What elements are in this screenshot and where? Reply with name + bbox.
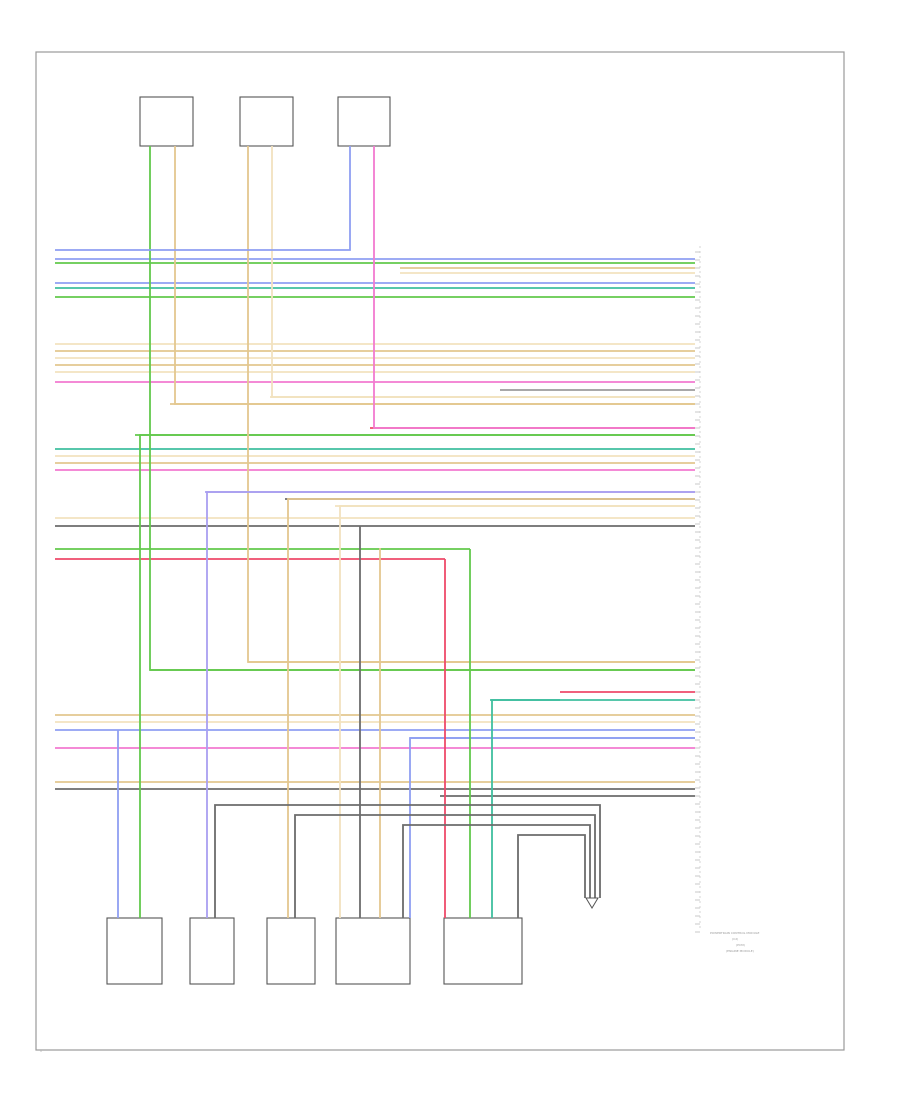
wire-teal-drop <box>491 699 560 918</box>
connector-top-2 <box>239 96 294 147</box>
connector-bottom-1 <box>106 917 163 985</box>
ground-wire-3 <box>402 824 591 918</box>
connector-bottom-5 <box>443 917 523 985</box>
module-label-line-1: POWERTRAIN CONTROL MODULE <box>710 931 760 935</box>
module-label-line-3: (PCM) <box>736 943 745 947</box>
diagram-frame <box>35 51 845 1051</box>
connector-bottom-2 <box>189 917 235 985</box>
ground-wire-1 <box>214 804 601 918</box>
ground-wire-2 <box>294 814 596 918</box>
connector-top-1 <box>139 96 194 147</box>
wire-pale-4 <box>271 146 695 398</box>
wire-tan-2 <box>174 146 695 405</box>
wire-pink-6 <box>373 146 695 429</box>
wire-tan-drop <box>287 498 695 918</box>
wire-tan-3 <box>247 146 695 663</box>
wire-pale-drop <box>339 505 695 918</box>
connector-bottom-4 <box>335 917 411 985</box>
ground-wire-4 <box>517 834 586 918</box>
wire-green-return <box>139 434 695 918</box>
ground-symbol <box>585 897 599 909</box>
connectors <box>106 96 523 985</box>
wire-green-main <box>149 146 695 671</box>
module-label-line-2: (C2) <box>732 937 738 941</box>
connector-bottom-3 <box>266 917 316 985</box>
wire-lavender-drop <box>206 491 695 918</box>
connector-top-3 <box>337 96 391 147</box>
wire-blue-5 <box>55 146 351 251</box>
wire-blue-drop-2 <box>409 737 695 918</box>
page-ref: 1 <box>40 1049 42 1053</box>
module-label-line-4: (ENGINE MODULE) <box>726 949 754 953</box>
wires <box>55 146 701 933</box>
